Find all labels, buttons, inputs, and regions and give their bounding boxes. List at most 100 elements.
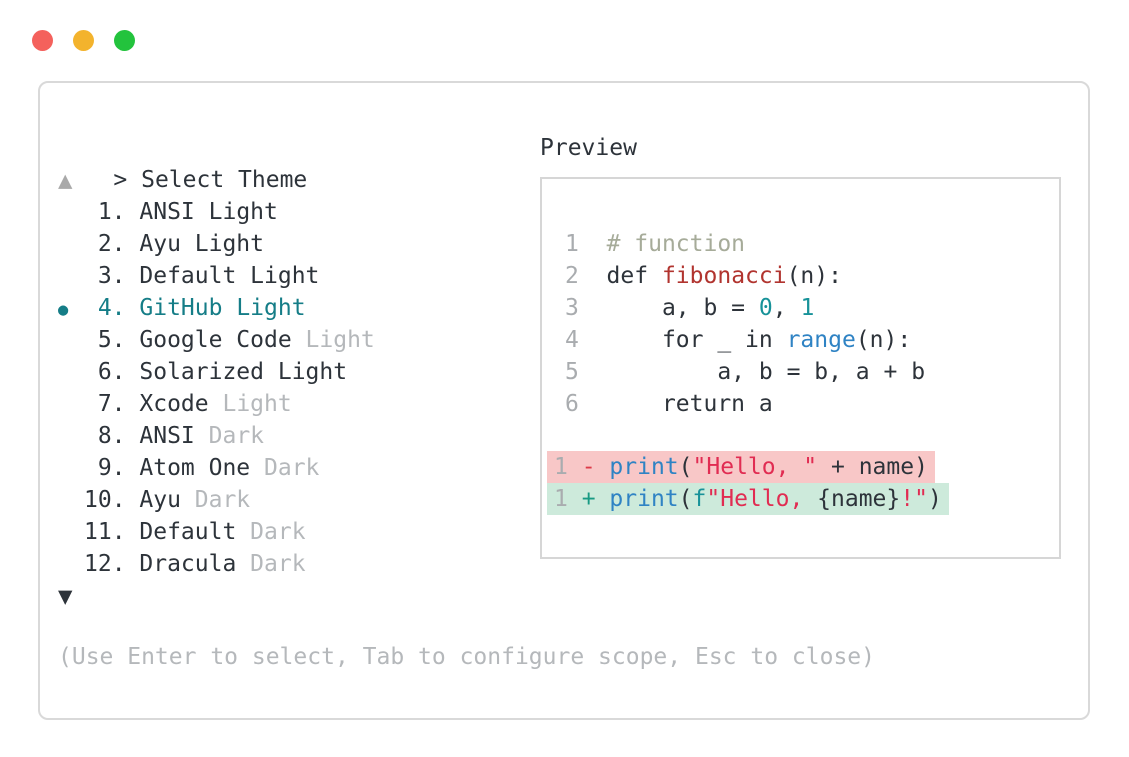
theme-name: Xcode — [139, 391, 223, 417]
theme-number: 3. — [97, 263, 126, 289]
theme-variant: Dark — [264, 455, 320, 481]
theme-option-ansi-dark[interactable]: 8. ANSI Dark — [58, 420, 498, 452]
code-segment-plain: a, b = — [578, 295, 759, 321]
theme-name: Default — [139, 263, 251, 289]
scroll-down-icon[interactable]: ▼ — [58, 582, 73, 610]
code-segment-plain: (n): — [786, 263, 842, 289]
theme-name: Atom One — [139, 455, 264, 481]
code-segment-plain: ( — [678, 454, 693, 480]
code-line-3: 3 a, b = 0, 1 — [565, 292, 814, 324]
close-window-button[interactable] — [32, 30, 53, 51]
theme-option-github-light[interactable]: ● 4. GitHub Light — [58, 292, 498, 324]
code-segment-plain: + name) — [817, 454, 928, 480]
code-segment-plain: ( — [678, 486, 693, 512]
code-segment-string: "Hello, " — [692, 454, 818, 480]
theme-option-dracula-dark[interactable]: 12. Dracula Dark — [58, 548, 498, 580]
theme-number: 4. — [97, 295, 126, 321]
code-segment-ln: 2 — [565, 263, 579, 289]
code-segment-plain: , — [772, 295, 801, 321]
zoom-window-button[interactable] — [114, 30, 135, 51]
theme-number: 5. — [97, 327, 126, 353]
theme-variant: Dark — [250, 519, 306, 545]
theme-option-atom-one-dark[interactable]: 9. Atom One Dark — [58, 452, 498, 484]
theme-name: Solarized — [139, 359, 278, 385]
code-segment-ln: 5 — [565, 359, 579, 385]
code-segment-added-op: + — [581, 486, 610, 512]
theme-variant: Light — [236, 295, 306, 321]
code-segment-plain — [568, 454, 582, 480]
code-segment-builtin: range — [786, 327, 856, 353]
code-segment-string: "Hello, — [706, 486, 818, 512]
code-segment-num: 0 — [758, 295, 773, 321]
theme-variant: Light — [208, 199, 278, 225]
theme-option-ansi-light[interactable]: 1. ANSI Light — [58, 196, 498, 228]
code-segment-ln: 1 — [554, 486, 568, 512]
theme-name: Default — [139, 519, 251, 545]
help-text: (Use Enter to select, Tab to configure s… — [58, 644, 875, 670]
theme-number: 7. — [97, 391, 126, 417]
minimize-window-button[interactable] — [73, 30, 94, 51]
code-segment-string: !" — [900, 486, 928, 512]
theme-name: Ayu — [139, 487, 195, 513]
code-segment-builtin: print — [609, 486, 679, 512]
theme-name: GitHub — [139, 295, 237, 321]
theme-number: 12. — [84, 551, 126, 577]
code-segment-ln: 1 — [565, 231, 579, 257]
code-segment-num: f — [692, 486, 707, 512]
theme-number: 10. — [84, 487, 126, 513]
code-segment-ln: 3 — [565, 295, 579, 321]
theme-variant: Dark — [250, 551, 306, 577]
theme-number: 11. — [84, 519, 126, 545]
diff-removed-line: 1 - print("Hello, " + name) — [547, 451, 935, 483]
code-segment-plain: for _ in — [578, 327, 787, 353]
theme-name: Ayu — [139, 231, 195, 257]
theme-option-ayu-light[interactable]: 2. Ayu Light — [58, 228, 498, 260]
theme-name: ANSI — [139, 199, 209, 225]
code-line-2: 2 def fibonacci(n): — [565, 260, 842, 292]
code-segment-removed-op: - — [581, 454, 610, 480]
code-segment-comment: # function — [606, 231, 746, 257]
code-segment-plain: a, b = b, a + b — [578, 359, 926, 385]
preview-title: Preview — [540, 135, 637, 161]
theme-variant: Light — [250, 263, 320, 289]
code-segment-plain: return a — [578, 391, 773, 417]
theme-variant: Dark — [208, 423, 265, 449]
code-segment-plain: (n): — [855, 327, 912, 353]
code-segment-num: 1 — [800, 295, 815, 321]
theme-number: 6. — [97, 359, 126, 385]
code-segment-ln: 4 — [565, 327, 579, 353]
theme-option-google-code-light[interactable]: 5.Google Code Light — [58, 324, 498, 356]
theme-option-default-light[interactable]: 3. Default Light — [58, 260, 498, 292]
theme-name: Google Code — [139, 327, 306, 353]
theme-number: 9. — [97, 455, 126, 481]
code-segment-plain: def — [578, 263, 662, 289]
theme-number: 8. — [97, 423, 126, 449]
theme-option-default-dark[interactable]: 11. Default Dark — [58, 516, 498, 548]
theme-variant: Light — [277, 359, 348, 385]
code-segment-plain: ) — [927, 486, 942, 512]
code-segment-plain — [579, 231, 607, 257]
code-segment-ln: 1 — [554, 454, 568, 480]
code-line-1: 1 # function — [565, 228, 745, 260]
theme-number: 2. — [97, 231, 126, 257]
theme-variant: Light — [194, 231, 265, 257]
code-segment-plain — [568, 486, 582, 512]
theme-name: ANSI — [139, 423, 209, 449]
code-line-5: 5 a, b = b, a + b — [565, 356, 925, 388]
theme-option-xcode-light[interactable]: 7. Xcode Light — [58, 388, 498, 420]
selected-bullet-icon: ● — [58, 300, 69, 320]
theme-option-solarized-light[interactable]: 6. Solarized Light — [58, 356, 498, 388]
prompt-line: >Select Theme — [58, 132, 307, 193]
theme-variant: Light — [222, 391, 292, 417]
code-segment-plain: {name} — [817, 486, 901, 512]
theme-name: Dracula — [139, 551, 251, 577]
code-line-6: 6 return a — [565, 388, 773, 420]
theme-number: 1. — [97, 199, 126, 225]
scroll-up-icon[interactable]: ▲ — [58, 166, 73, 194]
code-line-4: 4 for _ in range(n): — [565, 324, 911, 356]
code-segment-func: fibonacci — [661, 263, 787, 289]
theme-option-ayu-dark[interactable]: 10. Ayu Dark — [58, 484, 498, 516]
theme-variant: Dark — [194, 487, 251, 513]
